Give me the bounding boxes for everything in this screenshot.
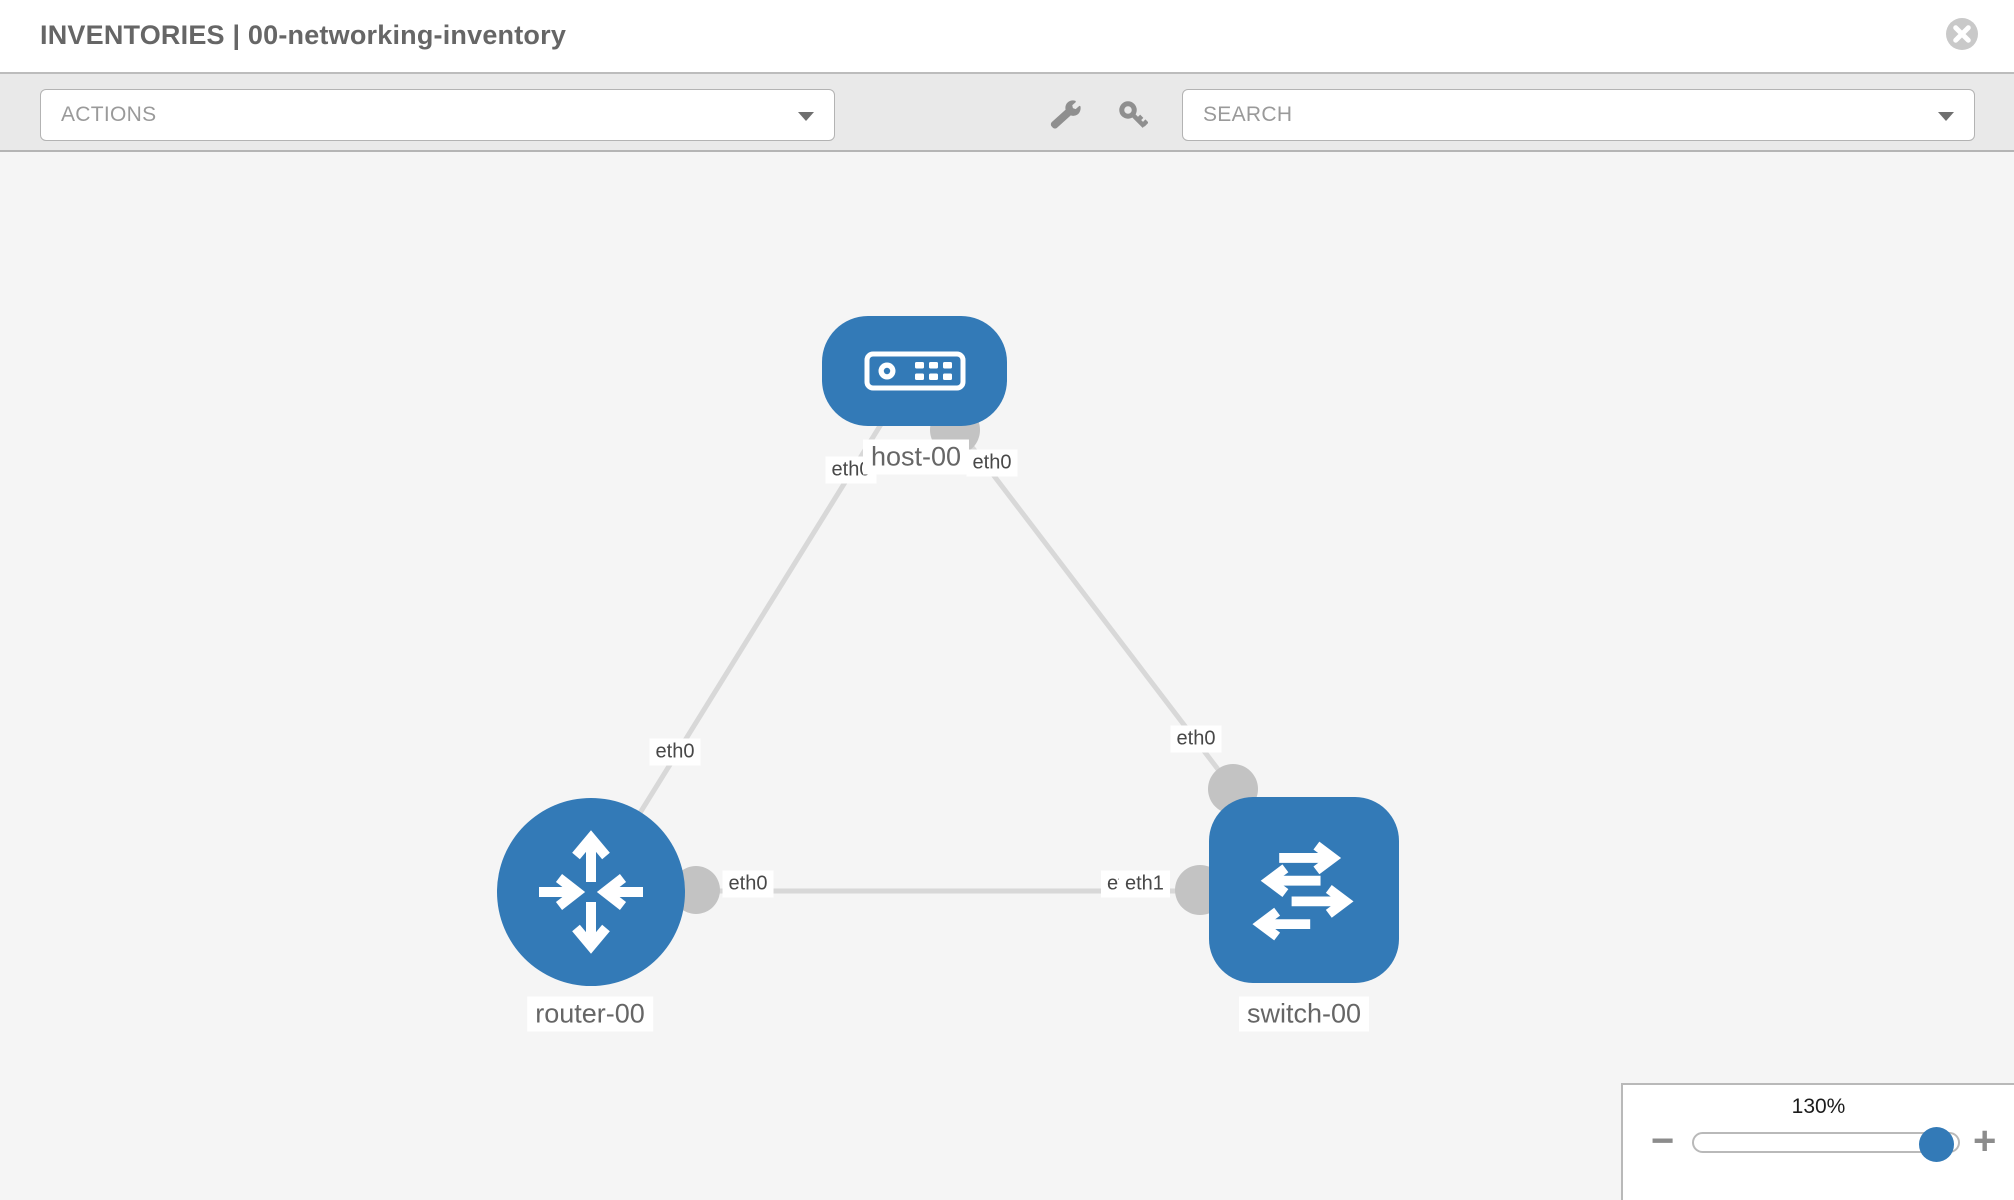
zoom-slider-row: − + [1623,1119,2014,1179]
interface-label: eth1 [1119,870,1170,898]
topology-canvas[interactable]: eth0 eth0 eth0 eth0 eth0 eth0 eth1 host-… [0,152,2014,1200]
search-dropdown[interactable]: SEARCH [1182,89,1975,141]
zoom-level: 130% [1791,1095,1846,1118]
topology-links-layer [588,369,1258,915]
toolbar: ACTIONS SEARCH [0,72,2014,152]
key-icon [1119,101,1148,128]
interface-label: eth0 [966,449,1018,477]
search-dropdown-label: SEARCH [1203,103,1293,126]
zoom-slider-knob[interactable] [1919,1127,1954,1162]
zoom-panel: 130% − + [1621,1083,2014,1200]
wrench-icon [1050,100,1081,129]
credentials-button[interactable] [1116,98,1150,132]
interface-label: eth0 [1170,725,1222,753]
node-label-switch: switch-00 [1238,996,1370,1032]
close-icon [1953,25,1971,43]
chevron-down-icon [1938,112,1954,121]
configure-button[interactable] [1049,98,1083,132]
interface-label: eth0 [649,738,701,766]
switch-icon [1252,841,1354,941]
header: INVENTORIES | 00-networking-inventory [0,0,2014,72]
page-title: INVENTORIES | 00-networking-inventory [40,20,567,50]
node-label-router: router-00 [527,996,653,1032]
zoom-out-button[interactable]: − [1651,1119,1675,1163]
router-icon [539,830,643,954]
zoom-in-button[interactable]: + [1973,1119,1997,1163]
node-label-host: host-00 [862,439,970,475]
interface-label: eth0 [722,870,774,898]
node-host[interactable] [822,316,1007,426]
node-router[interactable] [497,798,685,986]
node-switch[interactable] [1209,797,1399,983]
chevron-down-icon [798,112,814,121]
close-button[interactable] [1946,18,1978,50]
host-icon [864,351,965,391]
zoom-slider-track[interactable] [1692,1127,1960,1162]
actions-dropdown[interactable]: ACTIONS [40,89,835,141]
actions-dropdown-label: ACTIONS [61,103,157,126]
